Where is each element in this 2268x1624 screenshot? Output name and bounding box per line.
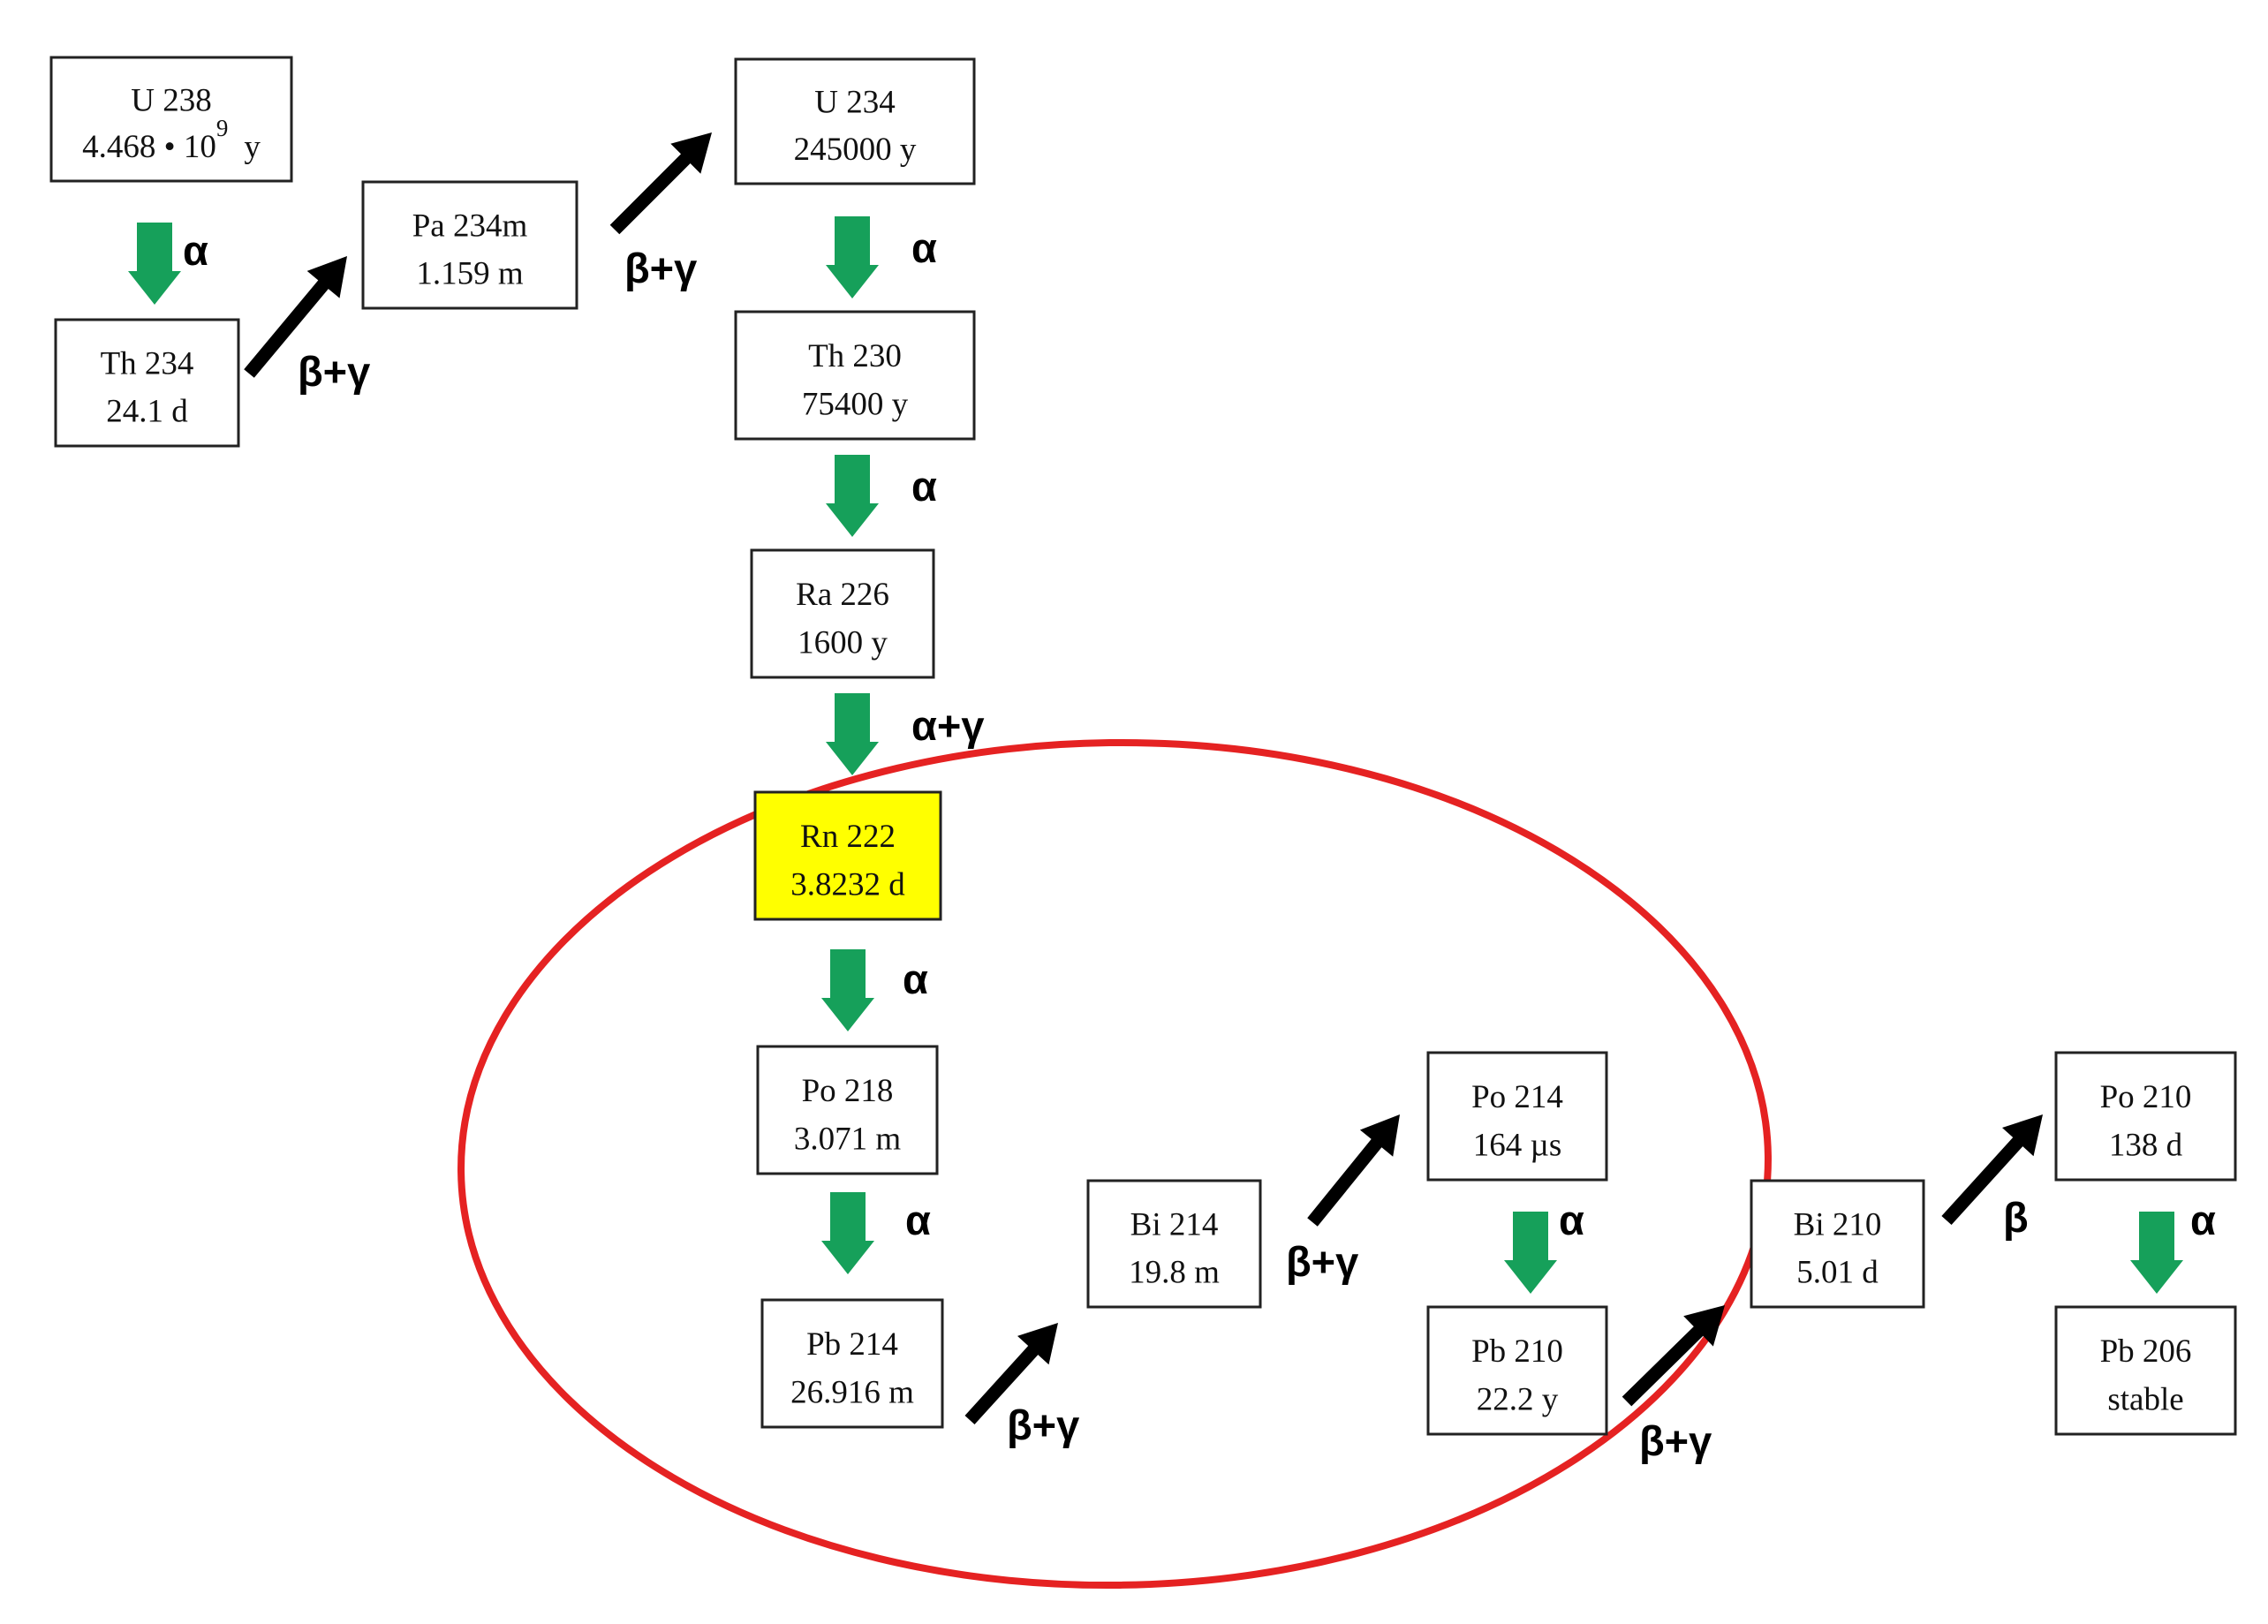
nuclide-name: Pb 210 [1471, 1333, 1563, 1370]
nuclide-box-po214: Po 214 164 µs [1426, 1051, 1608, 1182]
nuclide-halflife: 3.071 m [794, 1121, 902, 1157]
decay-mode-label: α [903, 956, 928, 1002]
nuclide-name: Th 234 [101, 345, 194, 381]
nuclide-name: Bi 210 [1794, 1206, 1882, 1243]
alpha-decay-arrow [1504, 1212, 1557, 1294]
nuclide-name: Rn 222 [800, 819, 896, 855]
halflife-exponent: 9 [216, 115, 229, 141]
nuclide-halflife: 1600 y [798, 624, 888, 661]
nuclide-box-frame [2054, 1051, 2237, 1182]
nuclide-name: Th 230 [808, 338, 902, 374]
decay-mode-label: α [1559, 1197, 1584, 1243]
nuclide-halflife: stable [2107, 1381, 2183, 1417]
nuclide-box-frame [1426, 1051, 1608, 1182]
nuclide-box-frame [1750, 1179, 1925, 1309]
alpha-decay-arrow [2130, 1212, 2183, 1294]
alpha-decay-arrow [826, 693, 879, 775]
nuclide-halflife: 75400 y [802, 386, 909, 422]
decay-mode-label: β+γ [1007, 1401, 1079, 1448]
nuclide-box-frame [753, 790, 942, 921]
nuclide-box-frame [760, 1298, 944, 1429]
nuclide-box-frame [361, 180, 578, 310]
nuclide-box-po218: Po 218 3.071 m [756, 1045, 939, 1175]
decay-mode-label: α+γ [911, 702, 984, 749]
beta-decay-arrow [1941, 1114, 2043, 1225]
nuclide-halflife: 4.468 • 109y [82, 115, 261, 165]
decay-mode-label: β+γ [298, 348, 370, 395]
nuclide-box-frame [750, 548, 935, 679]
nuclide-box-frame [1426, 1305, 1608, 1436]
nuclide-name: Po 218 [802, 1073, 894, 1109]
beta-decay-arrow [1622, 1305, 1725, 1407]
halflife-unit: y [244, 129, 261, 165]
radon-progeny-highlight-ellipse [457, 738, 1772, 1590]
decay-mode-label: β+γ [624, 245, 697, 291]
decay-mode-label: α [183, 227, 208, 274]
nuclide-name: Pa 234m [412, 208, 528, 244]
nuclide-box-po210: Po 210 138 d [2054, 1051, 2237, 1182]
nuclide-box-pa234m: Pa 234m 1.159 m [361, 180, 578, 310]
nuclide-name: Po 214 [1471, 1079, 1563, 1115]
nuclide-halflife: 138 d [2109, 1127, 2183, 1163]
nuclide-box-frame [2054, 1305, 2237, 1436]
beta-decay-arrow [609, 132, 712, 235]
nuclide-box-pb206: Pb 206 stable [2054, 1305, 2237, 1436]
nuclide-halflife: 1.159 m [416, 256, 524, 292]
nuclide-name: U 234 [814, 85, 895, 121]
nuclide-box-frame [734, 310, 976, 441]
halflife-mantissa: 4.468 • 10 [82, 129, 216, 165]
nuclide-name: Pb 206 [2100, 1333, 2192, 1370]
alpha-decay-arrow [128, 223, 181, 305]
alpha-decay-arrow [821, 949, 874, 1031]
nuclide-halflife: 5.01 d [1796, 1255, 1879, 1291]
beta-decay-arrow [964, 1323, 1058, 1424]
alpha-decay-arrow [826, 216, 879, 298]
nuclide-box-th230: Th 230 75400 y [734, 310, 976, 441]
nuclide-box-bi210: Bi 210 5.01 d [1750, 1179, 1925, 1309]
nuclide-name: Pb 214 [806, 1326, 898, 1363]
nuclide-name: Ra 226 [796, 577, 889, 613]
decay-mode-label: α [905, 1197, 931, 1243]
nuclide-halflife: 245000 y [794, 132, 917, 168]
nuclide-halflife: 19.8 m [1129, 1255, 1220, 1291]
nuclide-box-ra226: Ra 226 1600 y [750, 548, 935, 679]
decay-mode-label: α [911, 463, 937, 510]
nuclide-box-frame [1086, 1179, 1262, 1309]
nuclide-box-frame [734, 57, 976, 185]
decay-mode-label: β+γ [1286, 1238, 1358, 1285]
nuclide-halflife: 26.916 m [790, 1374, 914, 1410]
nuclide-box-pb210: Pb 210 22.2 y [1426, 1305, 1608, 1436]
nuclide-box-bi214: Bi 214 19.8 m [1086, 1179, 1262, 1309]
nuclide-halflife: 24.1 d [106, 394, 188, 430]
decay-mode-label: α [911, 224, 937, 271]
nuclide-name: U 238 [131, 82, 211, 118]
nuclide-halflife: 22.2 y [1477, 1381, 1559, 1417]
nuclide-name: Po 210 [2100, 1079, 2192, 1115]
nuclide-box-u234: U 234 245000 y [734, 57, 976, 185]
beta-decay-arrow [244, 256, 347, 378]
nuclide-halflife: 3.8232 d [790, 866, 905, 903]
nuclide-box-pb214: Pb 214 26.916 m [760, 1298, 944, 1429]
nuclide-box-rn222: Rn 222 3.8232 d [753, 790, 942, 921]
nuclide-halflife: 164 µs [1473, 1127, 1561, 1163]
nuclide-box-frame [54, 318, 240, 448]
decay-mode-label: β+γ [1639, 1417, 1712, 1464]
beta-decay-arrow [1307, 1114, 1400, 1227]
nuclide-box-frame [49, 56, 293, 183]
decay-mode-label: α [2190, 1197, 2216, 1243]
decay-mode-label: β [2003, 1194, 2029, 1241]
nuclide-box-frame [756, 1045, 939, 1175]
nuclide-name: Bi 214 [1130, 1206, 1219, 1243]
nuclide-box-th234: Th 234 24.1 d [54, 318, 240, 448]
alpha-decay-arrow [826, 455, 879, 537]
alpha-decay-arrow [821, 1192, 874, 1274]
